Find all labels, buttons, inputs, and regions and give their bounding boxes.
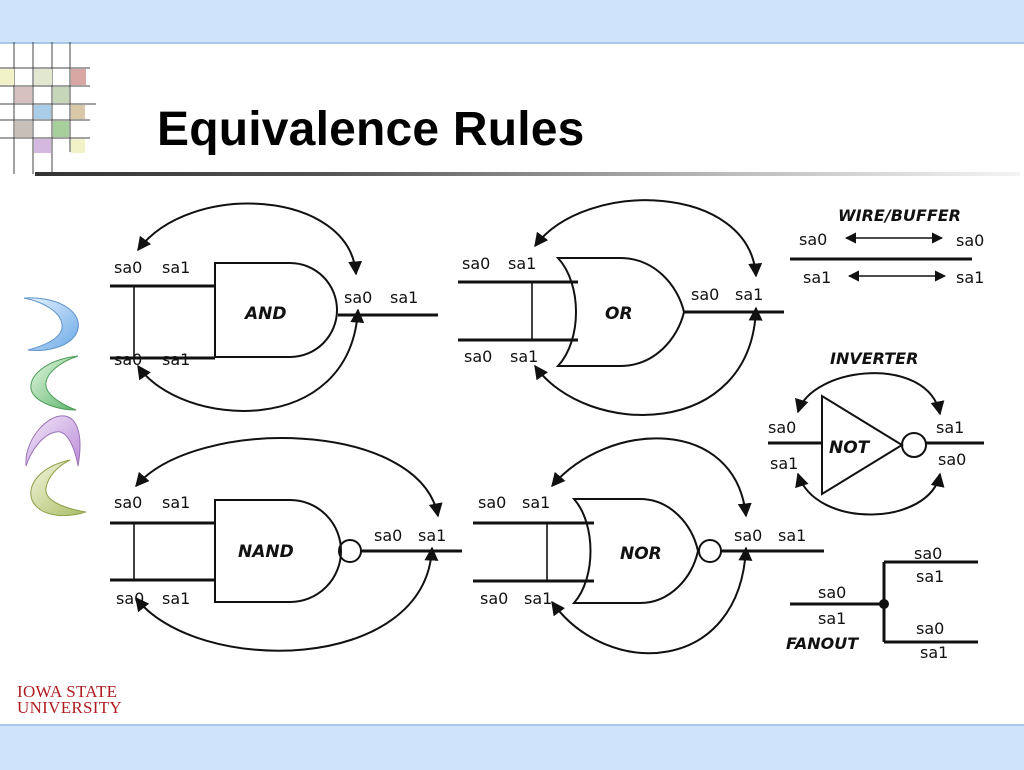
nand-in-bottom-sa0: sa0	[116, 589, 144, 608]
and-out-sa1: sa1	[390, 288, 418, 307]
wire-buffer-label: WIRE/BUFFER	[838, 206, 961, 225]
inverter-left-sa0: sa0	[768, 418, 796, 437]
fanout	[790, 560, 978, 644]
logo-line-1: IOWA STATE	[17, 682, 118, 701]
nand-gate-label: NAND	[238, 542, 294, 562]
or-in-bottom-sa0: sa0	[464, 347, 492, 366]
fanout-stem-sa0: sa0	[818, 583, 846, 602]
fanout-stem-sa1: sa1	[818, 609, 846, 628]
grid-decoration-icon	[0, 42, 96, 174]
wire-right-sa1: sa1	[956, 268, 984, 287]
fanout-branch-bottom-sa1: sa1	[920, 643, 948, 662]
inverter	[768, 372, 984, 516]
or-out-sa1: sa1	[735, 285, 763, 304]
fanout-branch-top-sa0: sa0	[914, 544, 942, 563]
and-out-sa0: sa0	[344, 288, 372, 307]
and-in-top-sa1: sa1	[162, 258, 190, 277]
and-in-bottom-sa1: sa1	[162, 350, 190, 369]
nand-in-bottom-sa1: sa1	[162, 589, 190, 608]
or-out-sa0: sa0	[691, 285, 719, 304]
and-in-top-sa0: sa0	[114, 258, 142, 277]
nor-in-bottom-sa1: sa1	[524, 589, 552, 608]
fanout-branch-bottom-sa0: sa0	[916, 619, 944, 638]
not-gate-label: NOT	[829, 438, 871, 458]
or-in-bottom-sa1: sa1	[510, 347, 538, 366]
nor-gate-label: NOR	[620, 544, 662, 564]
logo-line-2: UNIVERSITY	[17, 698, 122, 717]
nor-in-bottom-sa0: sa0	[480, 589, 508, 608]
nor-in-top-sa1: sa1	[522, 493, 550, 512]
wire-left-sa1: sa1	[803, 268, 831, 287]
crescent-decoration-icon	[23, 297, 87, 517]
bottom-band	[0, 724, 1024, 770]
inverter-right-sa0: sa0	[938, 450, 966, 469]
nor-out-sa1: sa1	[778, 526, 806, 545]
inverter-left-sa1: sa1	[770, 454, 798, 473]
or-gate	[458, 199, 784, 416]
university-logo: IOWA STATE UNIVERSITY	[17, 682, 127, 718]
fanout-label: FANOUT	[786, 634, 859, 653]
nor-out-sa0: sa0	[734, 526, 762, 545]
equivalence-diagram: sa0 sa1 sa0 sa1 sa0 sa1 AND sa0 sa1 sa0 …	[110, 199, 984, 662]
or-in-top-sa1: sa1	[508, 254, 536, 273]
or-gate-label: OR	[605, 304, 633, 324]
nor-in-top-sa0: sa0	[478, 493, 506, 512]
title-underline	[35, 172, 1020, 176]
top-band	[0, 0, 1024, 44]
inverter-right-sa1: sa1	[936, 418, 964, 437]
nand-in-top-sa1: sa1	[162, 493, 190, 512]
wire-left-sa0: sa0	[799, 230, 827, 249]
and-gate-label: AND	[243, 304, 287, 324]
nor-gate	[473, 437, 824, 655]
and-in-bottom-sa0: sa0	[114, 350, 142, 369]
wire-right-sa0: sa0	[956, 231, 984, 250]
or-in-top-sa0: sa0	[462, 254, 490, 273]
nand-in-top-sa0: sa0	[114, 493, 142, 512]
wire-buffer	[790, 232, 972, 282]
nand-out-sa1: sa1	[418, 526, 446, 545]
inverter-label: INVERTER	[830, 349, 918, 368]
slide-title: Equivalence Rules	[157, 103, 585, 156]
and-gate	[110, 202, 438, 412]
nand-out-sa0: sa0	[374, 526, 402, 545]
fanout-branch-top-sa1: sa1	[916, 567, 944, 586]
nand-gate	[110, 437, 462, 652]
